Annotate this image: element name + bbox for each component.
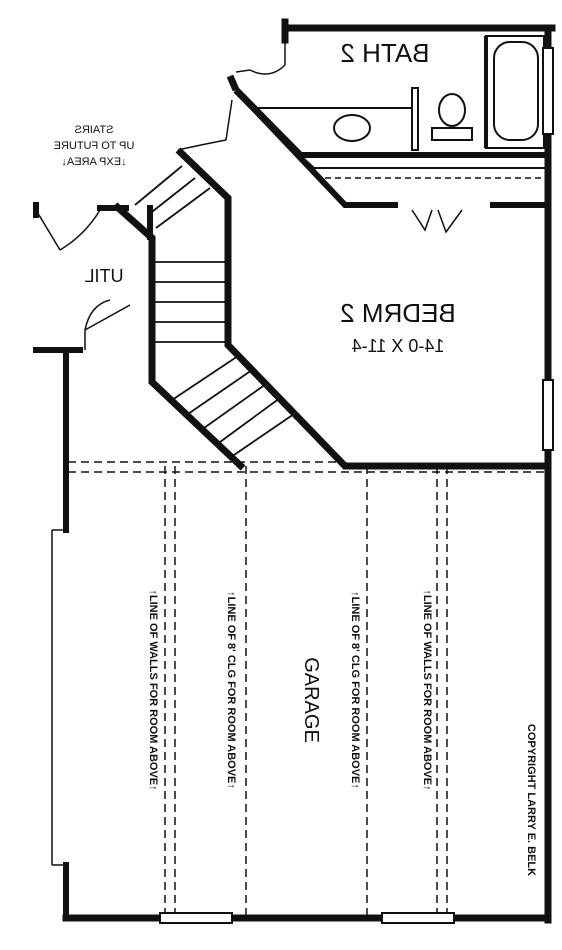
note-clg-left: ↑LINE OF 8' CLG FOR ROOM ABOVE↑ xyxy=(225,591,237,789)
toilet-icon xyxy=(431,93,473,141)
room-label-garage: GARAGE xyxy=(300,657,322,743)
garage-dashed-lines xyxy=(68,461,548,918)
room-label-bedroom: BEDRM 2 xyxy=(340,298,456,328)
window-icon xyxy=(159,912,233,924)
window-icon xyxy=(542,379,554,451)
room-label-util: UTIL xyxy=(84,266,123,286)
doors[interactable] xyxy=(35,40,286,350)
window-icon xyxy=(542,47,554,135)
room-size-bedroom: 14-0 X 11-4 xyxy=(352,336,445,356)
stair-treads xyxy=(134,165,295,456)
stairs-note-line3: ↓EXP AREA↓ xyxy=(61,156,126,168)
note-walls-left: ↑LINE OF WALLS FOR ROOM ABOVE↑ xyxy=(147,589,159,790)
bath-lower-wall xyxy=(226,74,548,169)
window-icon xyxy=(381,912,455,924)
note-clg-right: ↑LINE OF 8' CLG FOR ROOM ABOVE↑ xyxy=(349,591,361,789)
bath-fixtures xyxy=(252,35,554,151)
stairs-note-line2: UP TO FUTURE xyxy=(54,140,135,152)
copyright-note: COPYRIGHT LARRY E. BELK xyxy=(525,724,537,876)
note-walls-right: ↑LINE OF WALLS FOR ROOM ABOVE↑ xyxy=(421,589,433,790)
closet-bifold-doors[interactable] xyxy=(411,209,463,234)
room-label-bath: BATH 2 xyxy=(340,38,429,68)
stair-walls xyxy=(112,147,548,471)
bedroom-interior-walls xyxy=(147,87,548,240)
bathtub-icon xyxy=(484,35,545,149)
sink-icon xyxy=(333,114,371,142)
stairs-note-line1: STAIRS xyxy=(75,124,114,136)
